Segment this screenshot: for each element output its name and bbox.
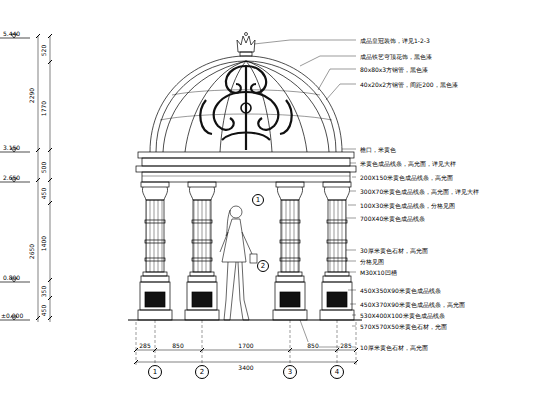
level-value: 0.800: [3, 274, 20, 281]
material-note: 450X370X90米黄色成品线条，高光面: [360, 301, 465, 308]
dimension: 1700: [238, 342, 253, 349]
dimension: 285: [340, 342, 351, 349]
material-note: 30厚米黄色石材，高光面: [360, 247, 428, 254]
level-value: 5.440: [3, 30, 20, 37]
leader-lines: [254, 40, 356, 347]
level-value: 3.150: [3, 144, 20, 151]
axis-number: 1: [153, 369, 157, 376]
dimension: 520: [40, 44, 47, 55]
axis-number: 1: [256, 197, 260, 204]
crown: [237, 33, 255, 57]
axis-number: 4: [335, 369, 339, 376]
material-note: 成品皇冠装饰，详见1-2-3: [360, 37, 430, 44]
material-note: 100X30米黄色成品线条，分格见图: [360, 202, 455, 209]
dimension: 350: [40, 285, 47, 296]
material-note: 40x20x2方钢管，间距200，黑色漆: [360, 81, 458, 88]
material-note: M30X10凹槽: [360, 269, 397, 276]
level-value: 2.650: [3, 174, 20, 181]
material-note: 700X40米黄色成品线条: [360, 215, 425, 222]
dimension: 1400: [41, 235, 48, 250]
callout-circle: 2: [257, 260, 269, 272]
material-note: 450X350X90米黄色成品线条: [360, 287, 441, 294]
entablature: [136, 152, 356, 182]
material-note: 10厚米黄色石材，高光面: [360, 344, 428, 351]
material-note: 成品铁艺穹顶花饰，黑色漆: [360, 53, 432, 60]
level-value: ±0.000: [1, 312, 23, 319]
dimension: 450: [40, 187, 47, 198]
material-note: 200X150米黄色成品线条，高光面: [360, 174, 453, 181]
dimension: 285: [139, 342, 150, 349]
axis-bubble: 4: [330, 365, 344, 379]
dimension: 2650: [29, 243, 36, 258]
material-note: 檐口，米黄色: [360, 146, 396, 153]
material-note: 530X400X100米黄色成品线条: [360, 312, 445, 319]
dome: [150, 56, 342, 152]
dimension: 500: [40, 161, 47, 172]
material-note: 80x80x3方钢管，黑色漆: [360, 66, 428, 73]
axis-number: 2: [261, 263, 265, 270]
callout-circle: 1: [252, 194, 264, 206]
axis-bubble: 2: [195, 365, 209, 379]
axis-bubble: 3: [283, 365, 297, 379]
material-note: 分格见图: [360, 258, 384, 265]
dimension: 450: [40, 304, 47, 315]
human-figure: [220, 206, 257, 320]
dimension: 850: [307, 342, 318, 349]
dimension: 850: [172, 342, 183, 349]
columns: [138, 182, 354, 320]
axis-number: 3: [288, 369, 292, 376]
dimension: 2290: [29, 87, 36, 102]
level-marks: [0, 34, 30, 320]
dimension-lines: [36, 34, 358, 366]
material-note: 300X70米黄色成品线条，高光面，详见大样: [360, 188, 479, 195]
axis-bubble: 1: [148, 365, 162, 379]
material-note: 570X570X50米黄色石材，光面: [360, 323, 447, 330]
dimension: 3400: [238, 364, 253, 371]
material-note: 米黄色成品线条，高光面，详见大样: [360, 160, 456, 167]
dimension: 1770: [41, 100, 48, 115]
axis-number: 2: [200, 369, 204, 376]
iron-ornament: [200, 66, 291, 150]
